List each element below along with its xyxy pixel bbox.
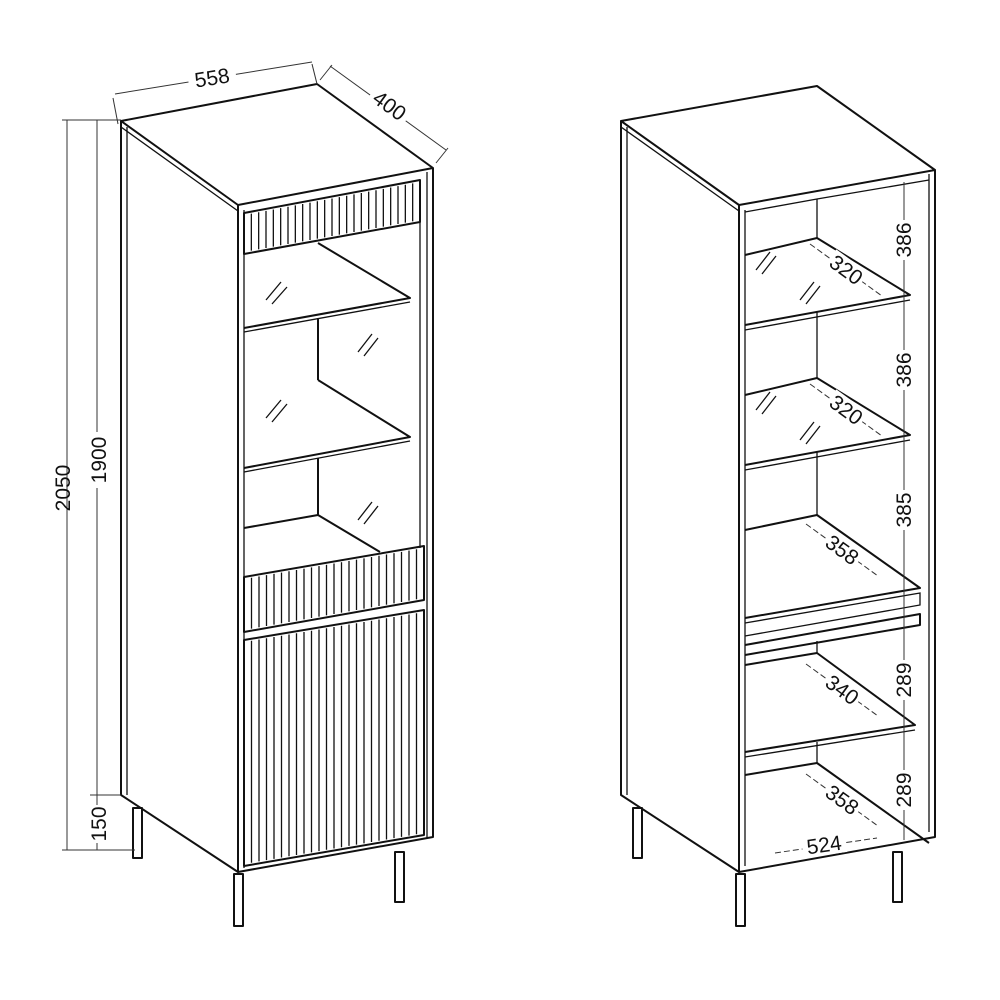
left-side-panel: [120, 121, 239, 873]
right-shelves: [744, 237, 930, 844]
right-side-panel: [620, 121, 740, 873]
left-cabinet-legs: [132, 807, 405, 927]
middle-fluted-drawer: [243, 545, 425, 633]
lower-fluted-door: [243, 609, 425, 867]
glass-hatch-icons: [265, 281, 379, 525]
body-height-dimension: 1900: [88, 437, 111, 484]
inner-width-dimension: 524: [805, 832, 843, 860]
compartment-height-dimension: 386: [893, 352, 916, 387]
top-fluted-drawer: [243, 179, 421, 255]
compartment-height-dimension: 289: [893, 662, 916, 697]
total-height-dimension: 2050: [52, 465, 75, 512]
width-dimension: 558: [193, 64, 231, 92]
compartment-height-dimension: 289: [893, 772, 916, 807]
left-cabinet: [120, 83, 434, 927]
compartment-height-dimension: 385: [893, 492, 916, 527]
right-cabinet: [620, 85, 936, 927]
leg-height-dimension: 150: [88, 806, 111, 841]
right-cabinet-legs: [632, 807, 903, 927]
compartment-height-dimension: 386: [893, 222, 916, 257]
glass-shelves: [243, 242, 411, 553]
left-dimensions: 558 400 2050 1900 150: [40, 61, 449, 851]
glass-hatch-icons: [755, 251, 821, 445]
